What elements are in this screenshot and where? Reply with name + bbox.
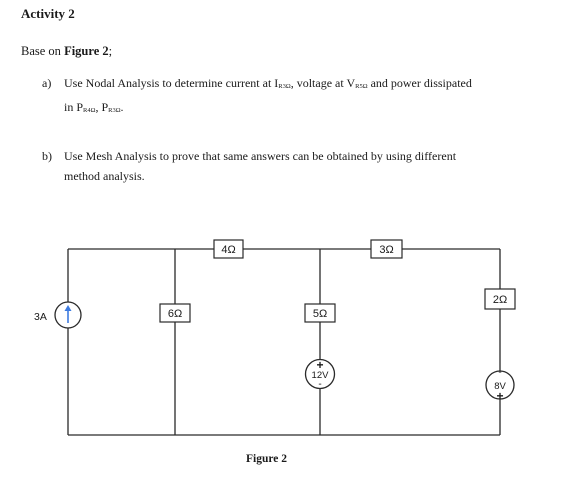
resistor-2ohm-label: 2Ω [493, 294, 507, 306]
current-source-3a: 3A [34, 301, 82, 329]
voltage-source-12v: + 12V - [304, 358, 336, 390]
current-source-label: 3A [34, 311, 47, 323]
question-b: b) Use Mesh Analysis to prove that same … [42, 146, 562, 190]
question-a-text: Use Nodal Analysis to determine current … [64, 73, 472, 121]
resistor-3ohm-label: 3Ω [379, 244, 393, 256]
plus-sign-icon: + [316, 358, 323, 372]
qa-l1-s2: R5Ω [355, 83, 368, 90]
qa-l1-t3: and power dissipated [367, 76, 472, 90]
resistor-5ohm-label: 5Ω [313, 308, 327, 320]
qa-l2-t2: , P [95, 100, 109, 114]
resistor-2ohm: 2Ω [484, 288, 516, 310]
circuit-wires [67, 248, 501, 436]
question-b-line1: Use Mesh Analysis to prove that same ans… [64, 149, 457, 163]
resistor-4ohm: 4Ω [213, 239, 244, 259]
resistor-5ohm: 5Ω [304, 303, 336, 323]
question-a: a) Use Nodal Analysis to determine curre… [42, 73, 562, 117]
intro-figure-ref: Figure 2 [64, 44, 109, 58]
resistor-6ohm: 6Ω [159, 303, 191, 323]
intro-suffix: ; [108, 44, 113, 58]
minus-sign-icon: - [498, 367, 501, 378]
question-b-text: Use Mesh Analysis to prove that same ans… [64, 146, 562, 186]
intro-prefix: Base on [21, 44, 65, 58]
qa-l2-t3: . [120, 100, 124, 114]
question-a-line1: Use Nodal Analysis to determine current … [64, 73, 472, 97]
qa-l2-t1: in P [64, 100, 84, 114]
qa-l1-s1: R3Ω [278, 83, 291, 90]
minus-sign-icon: - [318, 379, 321, 390]
resistor-3ohm: 3Ω [370, 239, 403, 259]
qa-l2-s2: R3Ω [108, 107, 121, 114]
qa-l1-t1: Use Nodal Analysis to determine current … [64, 76, 279, 90]
activity-title: Activity 2 [21, 6, 75, 21]
resistor-4ohm-label: 4Ω [221, 244, 235, 256]
voltage-source-8v: - 8V + [485, 367, 515, 403]
question-b-label: b) [42, 149, 52, 163]
plus-sign-icon: + [496, 389, 503, 403]
question-a-label: a) [42, 76, 52, 90]
arrow-up-icon-head [64, 305, 72, 311]
source-8v-label: 8V [494, 381, 506, 392]
question-b-line2: method analysis. [64, 169, 145, 183]
qa-l2-s1: R4Ω [83, 107, 96, 114]
question-a-line2: in PR4Ω, PR3Ω. [64, 97, 472, 121]
intro-text: Base on Figure 2; [21, 44, 112, 59]
qa-l1-t2: , voltage at V [290, 76, 356, 90]
figure-caption: Figure 2 [246, 453, 287, 465]
resistor-6ohm-label: 6Ω [168, 308, 182, 320]
source-12v-label: 12V [312, 370, 330, 381]
